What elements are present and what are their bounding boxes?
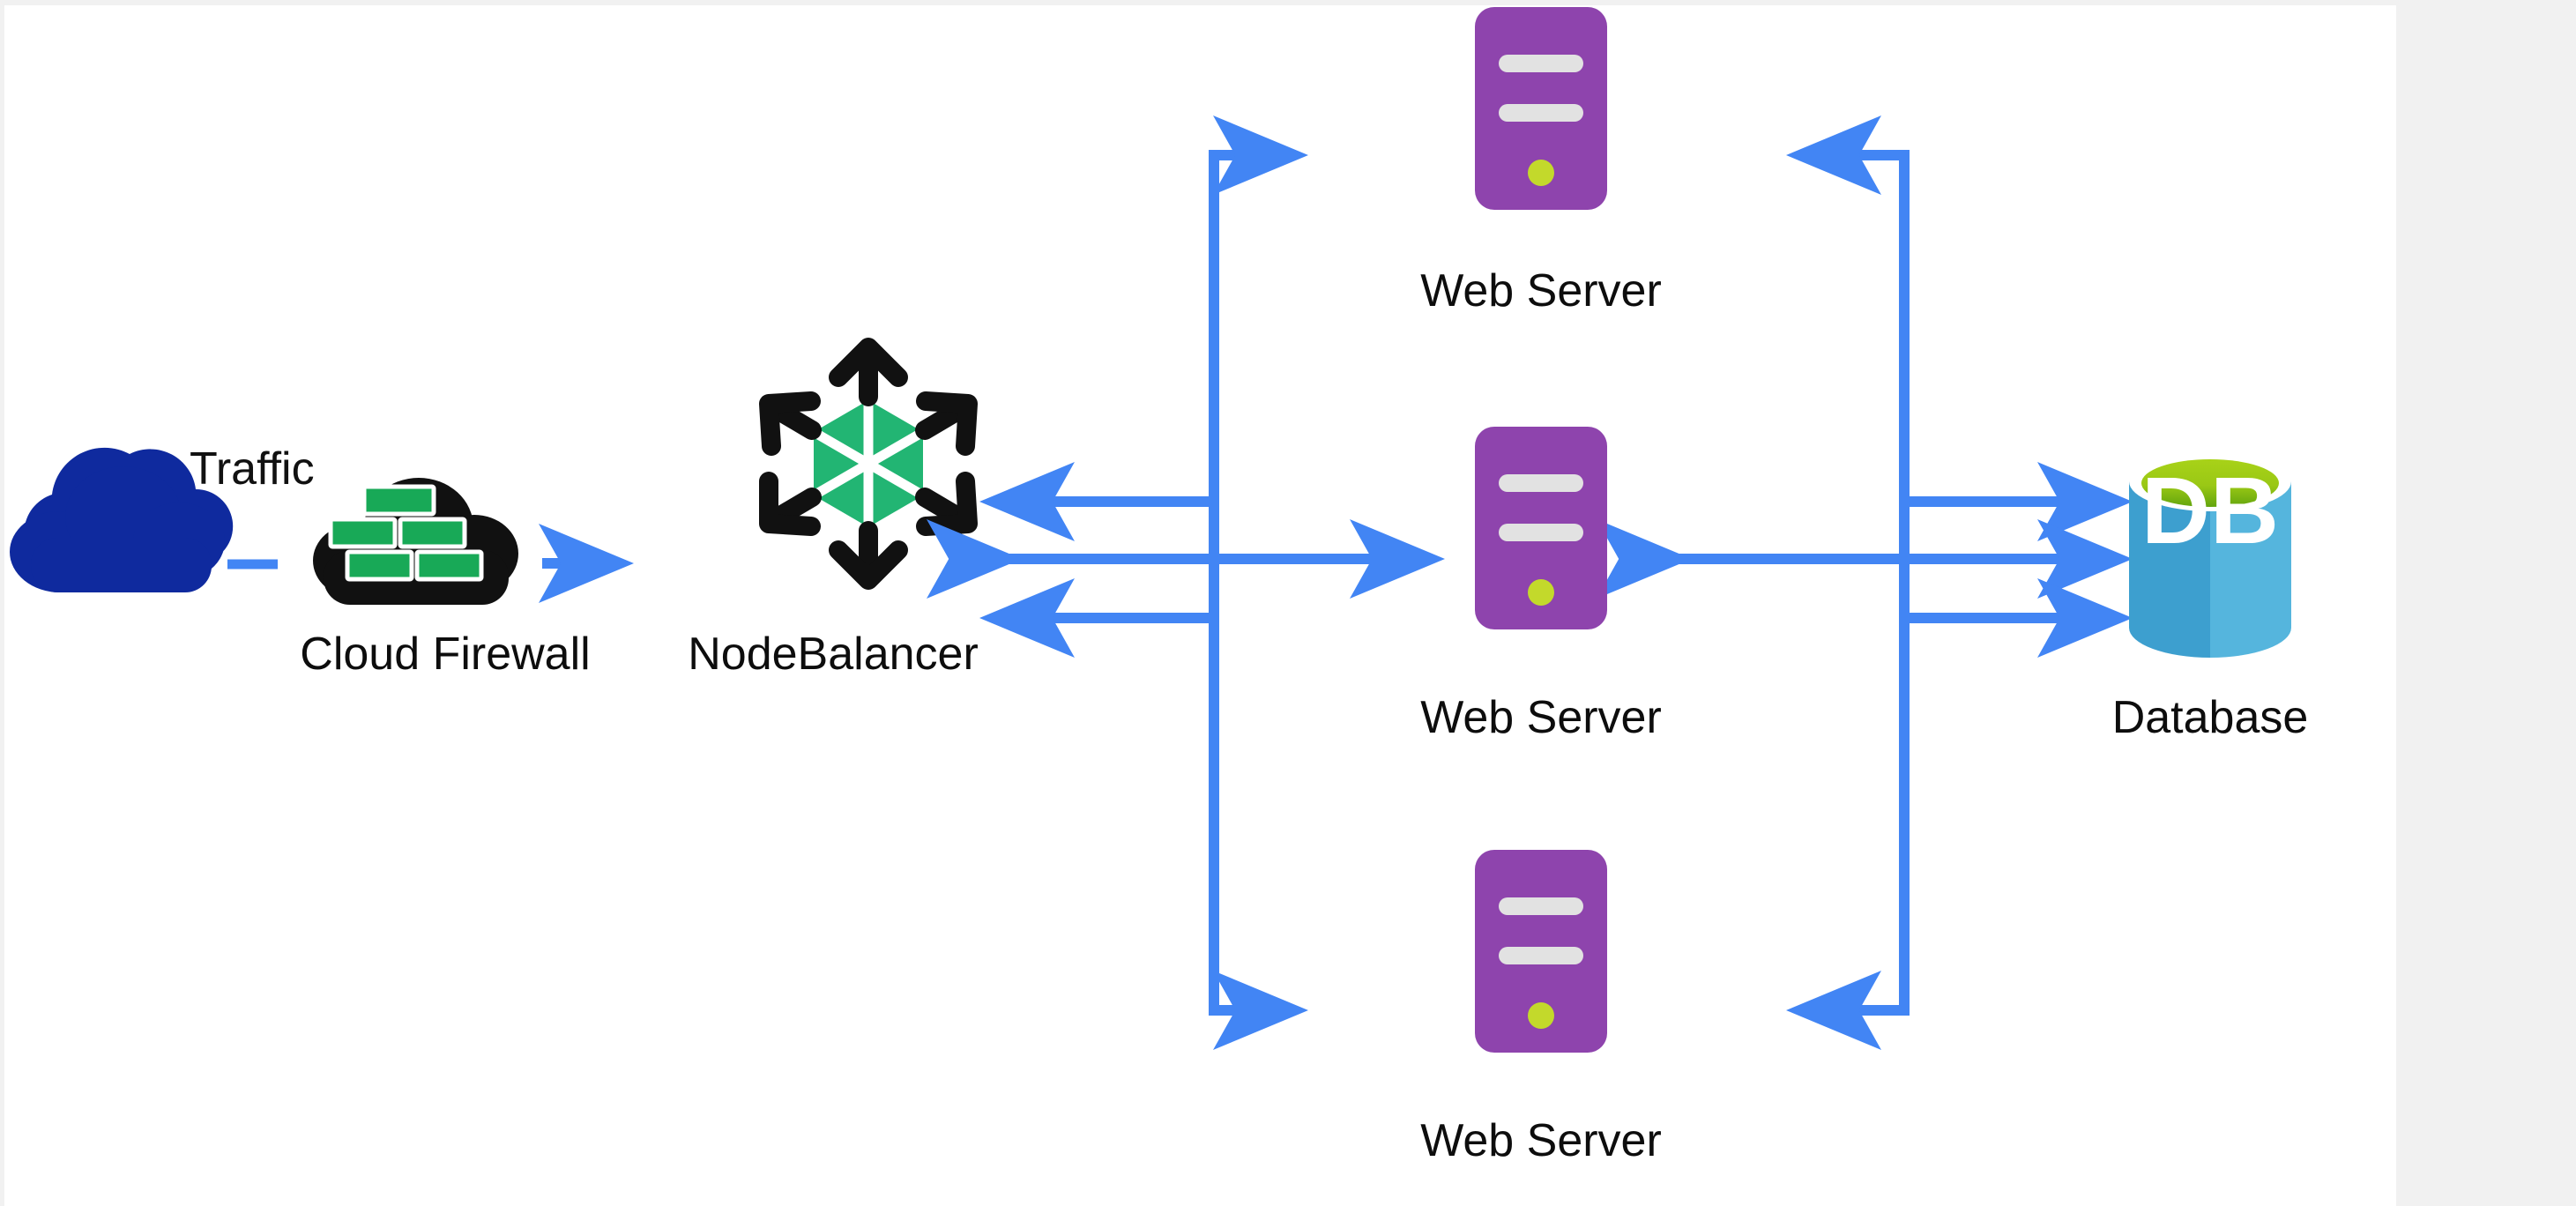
diagram-canvas: DB Traffic Cloud Firewall NodeBalancer W…	[4, 5, 2396, 1206]
database-icon	[2129, 451, 2291, 658]
connector-database-to-web-top	[1785, 115, 1910, 559]
web-server-middle-label: Web Server	[1420, 692, 1662, 743]
cloud-firewall-label: Cloud Firewall	[300, 629, 591, 680]
nodebalancer-label: NodeBalancer	[688, 629, 979, 680]
architecture-diagram: DB	[10, 7, 2291, 1053]
server-icon-middle	[1475, 427, 1607, 629]
firewall-bricks	[328, 484, 484, 582]
server-icon-top	[1475, 7, 1607, 210]
nodebalancer-outward-arrows	[759, 338, 978, 590]
nodebalancer-icon	[759, 338, 978, 590]
connector-nodebalancer-to-web-top	[1209, 115, 1309, 559]
traffic-label: Traffic	[190, 443, 315, 495]
cloud-firewall-icon	[313, 478, 518, 605]
connector-nodebalancer-to-web-bottom	[1209, 559, 1309, 1050]
database-badge-text: DB	[2141, 457, 2279, 563]
web-server-bottom-label: Web Server	[1420, 1115, 1662, 1166]
cloud-icon	[10, 447, 234, 592]
server-icon-bottom	[1475, 850, 1607, 1053]
connector-web-top-to-database	[1899, 155, 2133, 541]
connector-web-top-to-nodebalancer	[979, 155, 1219, 541]
connector-web-bottom-to-nodebalancer	[979, 578, 1219, 1010]
web-server-top-label: Web Server	[1420, 265, 1662, 316]
database-label: Database	[2111, 692, 2309, 743]
nodebalancer-hexagon	[811, 400, 926, 527]
connector-web-bottom-to-database	[1899, 578, 2133, 1010]
connector-database-to-web-bottom	[1785, 559, 1910, 1050]
